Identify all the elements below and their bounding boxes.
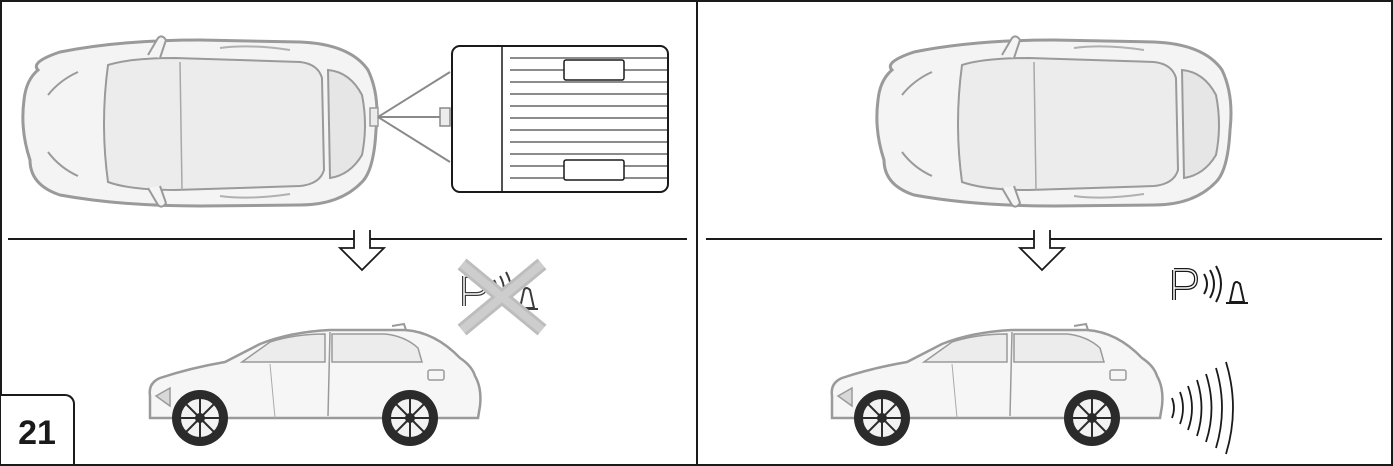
parking-sensor-disabled-icon xyxy=(462,264,542,330)
tow-hitch xyxy=(370,72,450,162)
car-side-view-right xyxy=(832,324,1163,446)
sound-wave-icon xyxy=(1172,362,1233,454)
figure-number: 21 xyxy=(1,394,75,464)
car-top-view-left xyxy=(23,36,377,206)
parking-sensor-icon xyxy=(1174,266,1248,303)
car-side-view-left xyxy=(150,324,481,446)
car-top-view-right xyxy=(877,36,1231,206)
down-arrow-icon xyxy=(340,230,384,270)
down-arrow-icon xyxy=(1020,230,1064,270)
trailer xyxy=(452,46,668,192)
